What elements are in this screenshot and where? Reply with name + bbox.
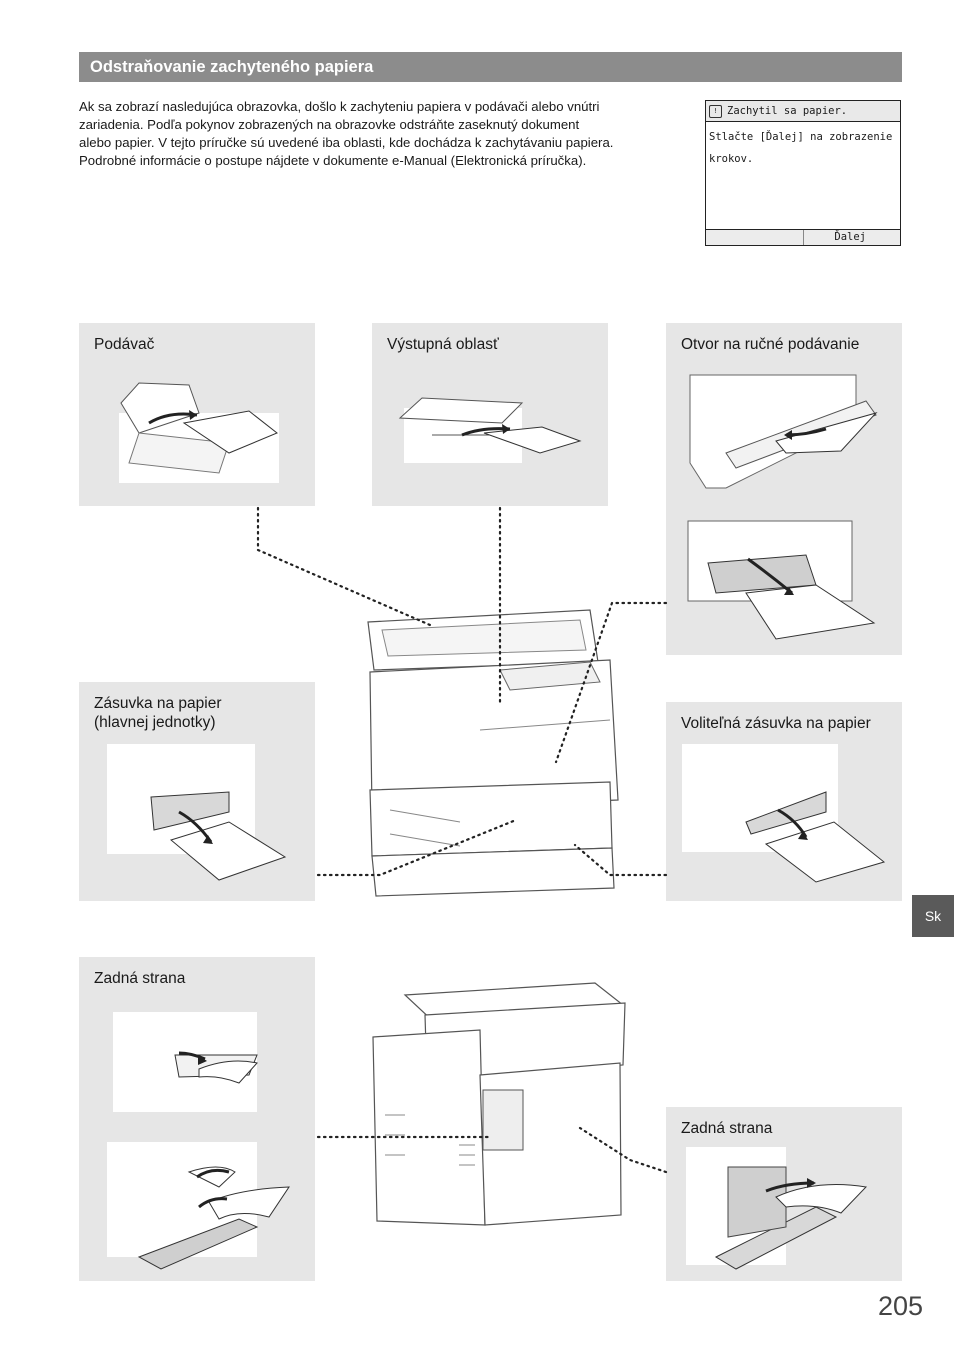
printer-back-illustration xyxy=(372,982,626,1226)
panel-back-right: Zadná strana xyxy=(666,1107,902,1281)
panel-label: Podávač xyxy=(94,336,155,353)
lcd-title-bar: ! Zachytil sa papier. xyxy=(706,101,900,122)
panel-feeder: Podávač xyxy=(79,323,315,506)
lcd-screen: ! Zachytil sa papier. Stlačte [Ďalej] na… xyxy=(705,100,901,246)
printer-front-illustration xyxy=(367,609,619,897)
warning-icon: ! xyxy=(709,104,722,118)
language-tab[interactable]: Sk xyxy=(912,895,954,937)
lcd-footer: Ďalej xyxy=(706,229,900,245)
panel-label: Zásuvka na papier (hlavnej jednotky) xyxy=(94,695,222,731)
page-number: 205 xyxy=(878,1291,924,1321)
next-button[interactable]: Ďalej xyxy=(834,231,866,243)
lcd-title: Zachytil sa papier. xyxy=(727,105,848,117)
panel-label: Zadná strana xyxy=(681,1120,773,1137)
panel-drawer-optional: Voliteľná zásuvka na papier xyxy=(666,702,902,901)
panel-drawer-main: Zásuvka na papier (hlavnej jednotky) xyxy=(79,682,315,901)
section-title: Odstraňovanie zachyteného papiera xyxy=(79,52,902,82)
panel-output: Výstupná oblasť xyxy=(372,323,608,506)
output-illustration xyxy=(398,397,582,463)
lcd-message: Stlačte [Ďalej] na zobrazenie krokov. xyxy=(709,131,893,165)
drawer-optional-illustration xyxy=(682,744,886,883)
panel-label: Výstupná oblasť xyxy=(387,336,499,353)
panel-label: Voliteľná zásuvka na papier xyxy=(681,715,871,732)
drawer-main-illustration xyxy=(107,744,287,881)
back-right-illustration xyxy=(686,1147,868,1270)
manual-feed-illustration xyxy=(687,374,878,640)
panel-back-left: Zadná strana xyxy=(79,957,315,1281)
panel-manual-feed: Otvor na ručné podávanie xyxy=(666,323,902,655)
panel-label: Zadná strana xyxy=(94,970,186,987)
panel-label: Otvor na ručné podávanie xyxy=(681,336,860,353)
feeder-illustration xyxy=(119,382,279,483)
intro-text: Ak sa zobrazí nasledujúca obrazovka, doš… xyxy=(79,99,614,168)
back-left-illustration xyxy=(107,1012,290,1270)
